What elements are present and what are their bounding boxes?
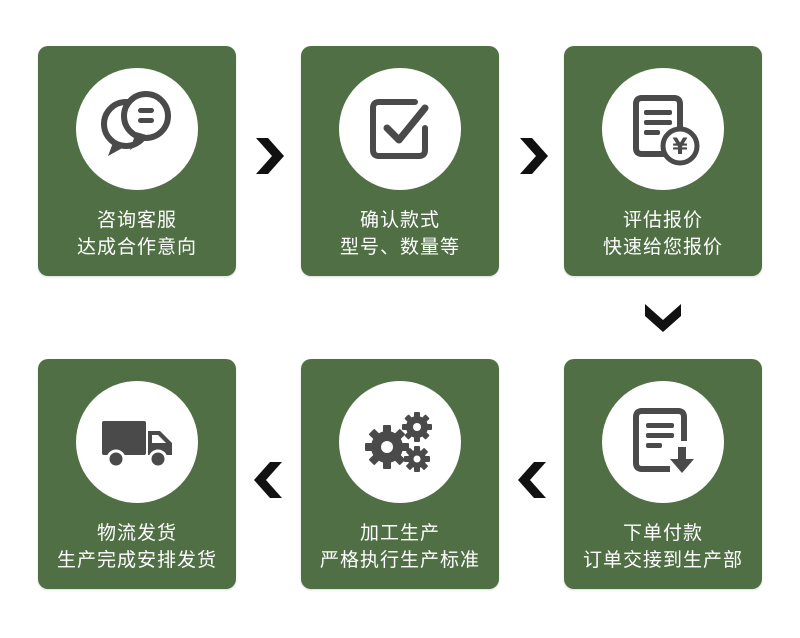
arrow-left-icon [252, 460, 286, 500]
arrow-right-icon [252, 136, 286, 176]
step-subtitle: 严格执行生产标准 [319, 549, 480, 571]
icon-circle [339, 381, 461, 503]
checkbox-icon [370, 99, 429, 159]
arrow-left-icon [516, 460, 550, 500]
step-card-consult: 咨询客服 达成合作意向 [38, 46, 236, 276]
document-download-icon [633, 408, 694, 473]
step-subtitle: 型号、数量等 [339, 236, 460, 258]
step-title: 下单付款 [622, 522, 703, 544]
chat-bubbles-icon [101, 91, 171, 156]
step-card-confirm: 确认款式 型号、数量等 [301, 46, 499, 276]
step-card-production: 加工生产 严格执行生产标准 [301, 359, 499, 589]
step-subtitle: 快速给您报价 [602, 236, 723, 258]
step-title: 物流发货 [96, 522, 177, 544]
step-title: 加工生产 [359, 522, 440, 544]
icon-circle [76, 381, 198, 503]
svg-text:¥: ¥ [672, 135, 688, 160]
gears-icon [365, 412, 432, 472]
icon-circle: ¥ [602, 68, 724, 190]
step-title: 评估报价 [622, 209, 703, 231]
step-title: 咨询客服 [96, 209, 177, 231]
icon-circle [602, 381, 724, 503]
step-subtitle: 生产完成安排发货 [56, 549, 217, 571]
delivery-truck-icon [102, 421, 172, 469]
arrow-down-icon [643, 300, 683, 334]
arrow-right-icon [516, 136, 550, 176]
step-card-order: 下单付款 订单交接到生产部 [564, 359, 762, 589]
step-subtitle: 达成合作意向 [76, 236, 197, 258]
icon-circle [76, 68, 198, 190]
quote-document-yen-icon: ¥ [633, 95, 700, 166]
icon-circle [339, 68, 461, 190]
step-card-shipping: 物流发货 生产完成安排发货 [38, 359, 236, 589]
step-card-quote: ¥ 评估报价 快速给您报价 [564, 46, 762, 276]
step-subtitle: 订单交接到生产部 [582, 549, 743, 571]
step-title: 确认款式 [359, 209, 440, 231]
